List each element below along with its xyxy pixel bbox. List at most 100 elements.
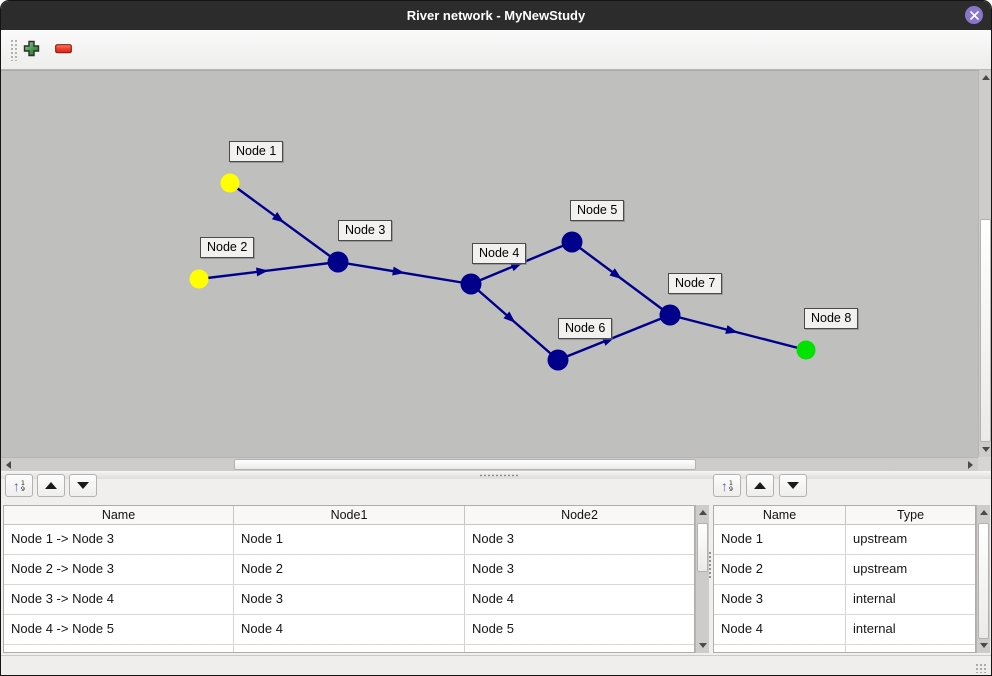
table-cell[interactable]: Node 1 -> Node 3 (4, 525, 234, 554)
table-splitter-grip[interactable] (708, 551, 712, 579)
table-cell[interactable]: Node 1 (234, 525, 465, 554)
table-cell[interactable]: Node 1 (714, 525, 846, 554)
column-header[interactable]: Name (714, 506, 846, 524)
scroll-right-icon[interactable] (968, 461, 973, 469)
network-node[interactable] (796, 340, 816, 360)
scroll-left-icon[interactable] (6, 461, 11, 469)
network-node[interactable] (547, 349, 569, 371)
network-node[interactable] (561, 231, 583, 253)
scroll-up-icon[interactable] (699, 510, 707, 515)
table-cell[interactable]: Node 3 -> Node 4 (4, 585, 234, 614)
network-node[interactable] (189, 269, 209, 289)
node-label: Node 5 (570, 200, 625, 221)
scroll-down-icon[interactable] (980, 643, 988, 648)
triangle-up-icon (45, 482, 57, 489)
table-cell[interactable] (714, 645, 846, 652)
table-row[interactable] (714, 645, 975, 652)
column-header[interactable]: Node1 (234, 506, 465, 524)
canvas-hscrollbar-thumb[interactable] (234, 459, 696, 470)
table-cell[interactable]: Node 3 (234, 585, 465, 614)
column-header[interactable]: Name (4, 506, 234, 524)
table-cell[interactable]: Node 3 (472, 561, 514, 576)
table-cell[interactable]: Node 4 (714, 615, 846, 644)
scroll-up-icon[interactable] (980, 510, 988, 515)
node-label: Node 8 (804, 308, 859, 329)
network-node[interactable] (659, 304, 681, 326)
table-cell[interactable]: Node 3 (472, 531, 514, 546)
table-cell[interactable] (234, 645, 465, 652)
canvas-vscrollbar[interactable] (978, 70, 991, 457)
table-row[interactable]: Node 2 upstream (714, 555, 975, 585)
table-cell[interactable] (465, 645, 694, 652)
branch-table-vscrollbar[interactable] (695, 505, 709, 653)
column-header[interactable]: Node2 (561, 508, 598, 522)
network-node[interactable] (220, 173, 240, 193)
table-cell[interactable]: Node 4 (472, 591, 514, 606)
table-cell[interactable]: internal (853, 621, 896, 636)
column-header[interactable]: Type (896, 508, 925, 522)
table-cell[interactable]: internal (853, 591, 896, 606)
canvas-vscrollbar-thumb[interactable] (980, 219, 991, 442)
node-label: Node 4 (472, 243, 527, 264)
add-node-button[interactable] (21, 39, 41, 59)
branch-move-up-button[interactable] (37, 474, 65, 497)
branch-move-down-button[interactable] (69, 474, 97, 497)
table-cell[interactable]: Node 3 (714, 585, 846, 614)
table-cell[interactable] (4, 645, 234, 652)
table-cell[interactable]: Node 4 -> Node 5 (4, 615, 234, 644)
minus-icon (54, 44, 72, 54)
pane-splitter[interactable] (1, 471, 991, 479)
triangle-down-icon (77, 482, 89, 489)
triangle-up-icon (754, 482, 766, 489)
network-node[interactable] (460, 273, 482, 295)
table-cell[interactable]: Node 5 (472, 621, 514, 636)
node-table-vscrollbar[interactable] (976, 505, 990, 653)
table-row[interactable]: Node 3 internal (714, 585, 975, 615)
network-edge[interactable] (198, 260, 339, 281)
resize-grip-icon[interactable] (975, 663, 987, 673)
toolbar-grip[interactable] (10, 39, 17, 61)
node-move-up-button[interactable] (746, 474, 774, 497)
titlebar[interactable]: River network - MyNewStudy (1, 1, 991, 30)
table-row[interactable]: Node 1 upstream (714, 525, 975, 555)
scroll-down-icon[interactable] (699, 643, 707, 648)
scroll-up-icon[interactable] (982, 75, 990, 80)
network-node[interactable] (327, 251, 349, 273)
branch-table-scroll-thumb[interactable] (697, 523, 708, 572)
status-bar (1, 655, 991, 675)
edge-arrow-icon (503, 311, 516, 323)
node-label: Node 3 (338, 220, 393, 241)
node-label: Node 7 (668, 273, 723, 294)
scroll-down-icon[interactable] (982, 447, 990, 452)
table-cell[interactable]: Node 2 (714, 555, 846, 584)
node-move-down-button[interactable] (779, 474, 807, 497)
table-cell[interactable] (846, 645, 975, 652)
table-cell[interactable]: Node 2 -> Node 3 (4, 555, 234, 584)
close-button[interactable] (965, 6, 983, 24)
remove-node-button[interactable] (53, 39, 73, 59)
table-cell[interactable]: Node 2 (234, 555, 465, 584)
table-cell[interactable]: Node 4 (234, 615, 465, 644)
triangle-down-icon (787, 482, 799, 489)
table-cell[interactable]: upstream (853, 561, 908, 576)
table-row[interactable] (4, 645, 694, 652)
network-edge[interactable] (669, 313, 807, 352)
splitter-grip-icon (479, 474, 519, 477)
node-label: Node 2 (200, 237, 255, 258)
node-table-scroll-thumb[interactable] (978, 523, 989, 639)
table-row[interactable]: Node 4 internal (714, 615, 975, 645)
canvas-hscrollbar[interactable] (1, 457, 978, 471)
table-cell[interactable]: upstream (853, 531, 908, 546)
